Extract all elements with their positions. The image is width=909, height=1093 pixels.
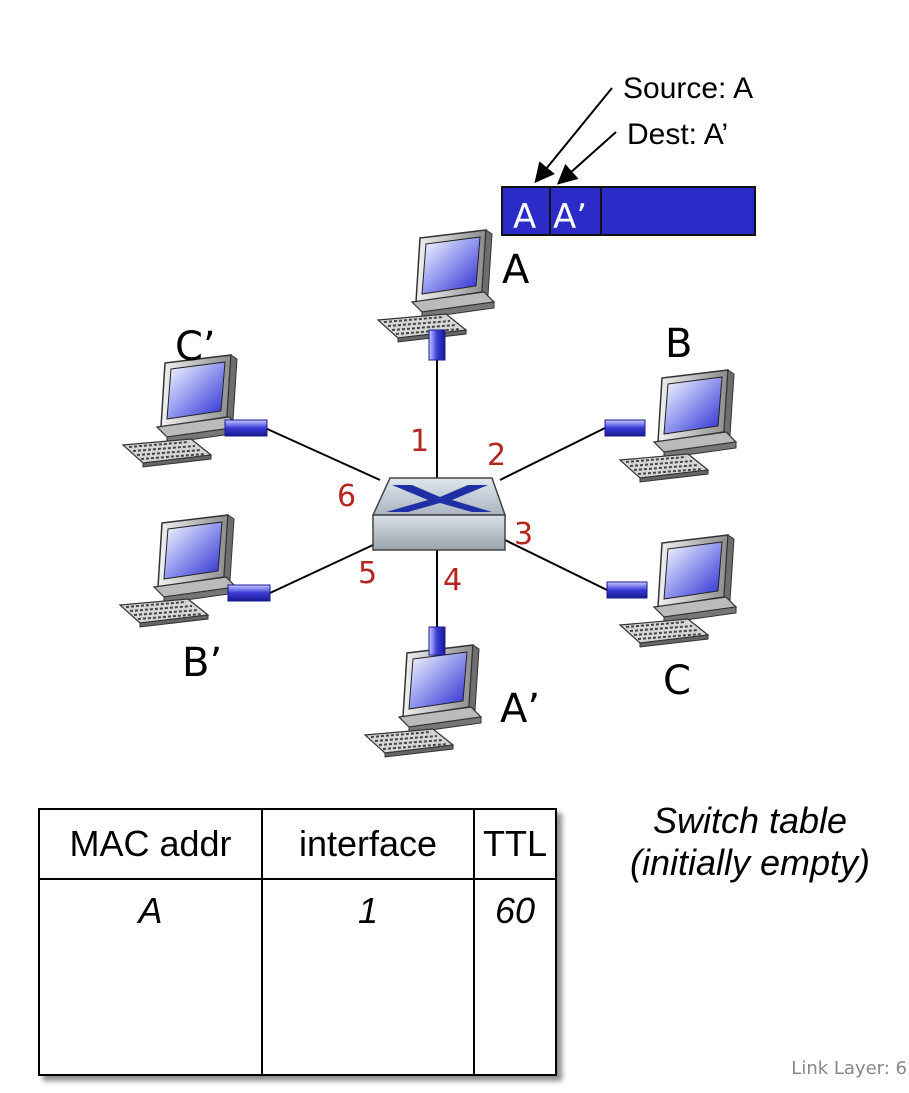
col-header-ttl: TTL	[473, 808, 557, 880]
link-6	[264, 427, 381, 481]
port-label-2: 2	[487, 438, 506, 473]
host-b[interactable]	[604, 369, 737, 483]
port-label-6: 6	[337, 479, 356, 514]
table-row-empty	[38, 974, 557, 1076]
col-header-mac: MAC addr	[38, 808, 263, 880]
port-label-5: 5	[358, 556, 377, 591]
frame-source-field: A	[513, 197, 536, 237]
host-label-a: A	[502, 247, 530, 293]
host-label-c-prime: C’	[175, 324, 216, 370]
cell-interface: 1	[261, 878, 475, 974]
nic-c-icon	[606, 581, 648, 599]
col-header-interface: interface	[261, 808, 475, 880]
cell-ttl: 60	[473, 878, 557, 974]
host-label-c: C	[663, 658, 691, 704]
link-5	[269, 544, 374, 594]
link-2	[499, 427, 606, 481]
dest-annotation: Dest: A’	[627, 118, 728, 151]
dest-arrow-icon	[557, 131, 617, 185]
links	[264, 360, 608, 627]
switch	[371, 477, 507, 551]
host-a-prime[interactable]	[364, 626, 482, 758]
port-label-4: 4	[443, 563, 462, 598]
ethernet-frame: A A’	[501, 186, 756, 237]
host-label-a-prime: A’	[500, 686, 540, 732]
table-row: A 1 60	[38, 878, 557, 974]
source-arrow-icon	[534, 87, 613, 184]
switch-table-header: MAC addr interface TTL	[38, 808, 557, 880]
host-a[interactable]	[377, 229, 495, 361]
caption-line-2: (initially empty)	[629, 842, 871, 883]
nic-b-icon	[604, 419, 646, 437]
frame-dest-field: A’	[553, 197, 587, 237]
port-label-3: 3	[514, 517, 533, 552]
cell-mac: A	[38, 878, 263, 974]
nic-c-prime-icon	[224, 419, 268, 437]
nic-a-prime-icon	[428, 626, 446, 656]
nic-b-prime-icon	[227, 584, 271, 602]
switch-arrows-icon	[386, 485, 492, 512]
table-caption: Switch table (initially empty)	[600, 800, 900, 884]
switch-table: MAC addr interface TTL A 1 60	[38, 808, 557, 1076]
network-diagram: A B C A’ B’ C’ 1 2 3 4 5 6 A A’ Source: …	[119, 72, 756, 758]
host-label-b: B	[665, 321, 692, 367]
port-label-1: 1	[410, 424, 429, 459]
host-c-prime[interactable]	[122, 354, 268, 468]
host-c[interactable]	[606, 534, 737, 648]
slide-footer: Link Layer: 6	[791, 1058, 907, 1079]
source-annotation: Source: A	[623, 72, 753, 105]
nic-a-icon	[428, 329, 446, 361]
caption-line-1: Switch table	[652, 800, 848, 841]
host-b-prime[interactable]	[119, 514, 271, 628]
link-3	[504, 539, 608, 591]
host-label-b-prime: B’	[182, 640, 222, 686]
